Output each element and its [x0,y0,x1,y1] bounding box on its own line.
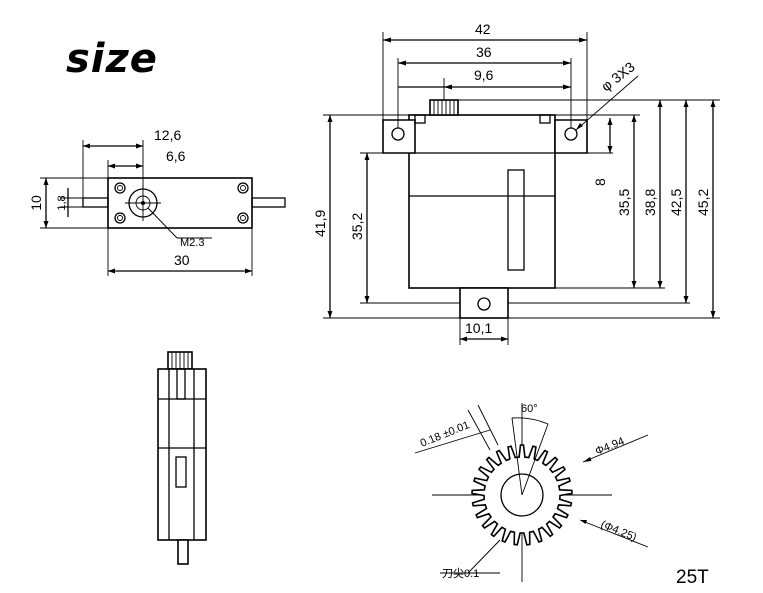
left-mount-ear [382,119,416,154]
tip-radius-label: 刀尖0.1 [442,567,479,580]
angle-label: 60° [521,403,538,415]
dim-35-5: 35,5 [616,189,632,216]
hole-label: φ 3X3 [598,58,638,94]
screw-label: M2.3 [180,237,204,249]
dim-38-8: 38,8 [642,189,658,216]
top-view-right-tab [251,197,286,208]
dim-35-2: 35,2 [349,213,365,240]
top-view: 12,6 6,6 30 10 1,8 M2.3 [28,127,286,276]
side-case [157,368,207,541]
side-view [157,351,207,565]
inner-diameter-label: (Φ4.25) [599,519,638,544]
dim-45-2: 45,2 [695,189,711,216]
dim-30: 30 [174,252,190,268]
dim-9-6: 9,6 [474,67,494,83]
dim-36: 36 [476,44,492,60]
gear-bore [500,473,544,517]
dim-1-8: 1,8 [56,195,68,210]
dim-8: 8 [592,178,608,186]
front-view: 42 36 9,6 φ 3X3 8 35,5 38,8 42,5 [312,21,720,345]
teeth-count: 25T [676,567,709,588]
page-title: size [66,36,158,82]
top-view-left-tab [82,197,109,208]
servo-case [408,114,556,289]
case-label-slot [507,169,525,271]
dim-10: 10 [28,195,44,211]
dim-6-6: 6,6 [166,148,186,164]
dim-10-1: 10,1 [465,320,492,336]
dim-42: 42 [475,21,491,37]
tooth-tolerance-label: 0.18 ±0.01 [419,419,472,450]
dim-42-5: 42,5 [668,189,684,216]
dim-41-9: 41,9 [312,210,328,237]
outer-diameter-label: Φ4.94 [594,435,626,457]
dim-12-6: 12,6 [154,127,181,143]
side-bottom-tab [177,539,189,565]
bottom-tab [459,287,509,319]
gear-detail: 60° 0.18 ±0.01 Φ4.94 (Φ4.25) 刀尖0.1 25T [414,403,709,588]
